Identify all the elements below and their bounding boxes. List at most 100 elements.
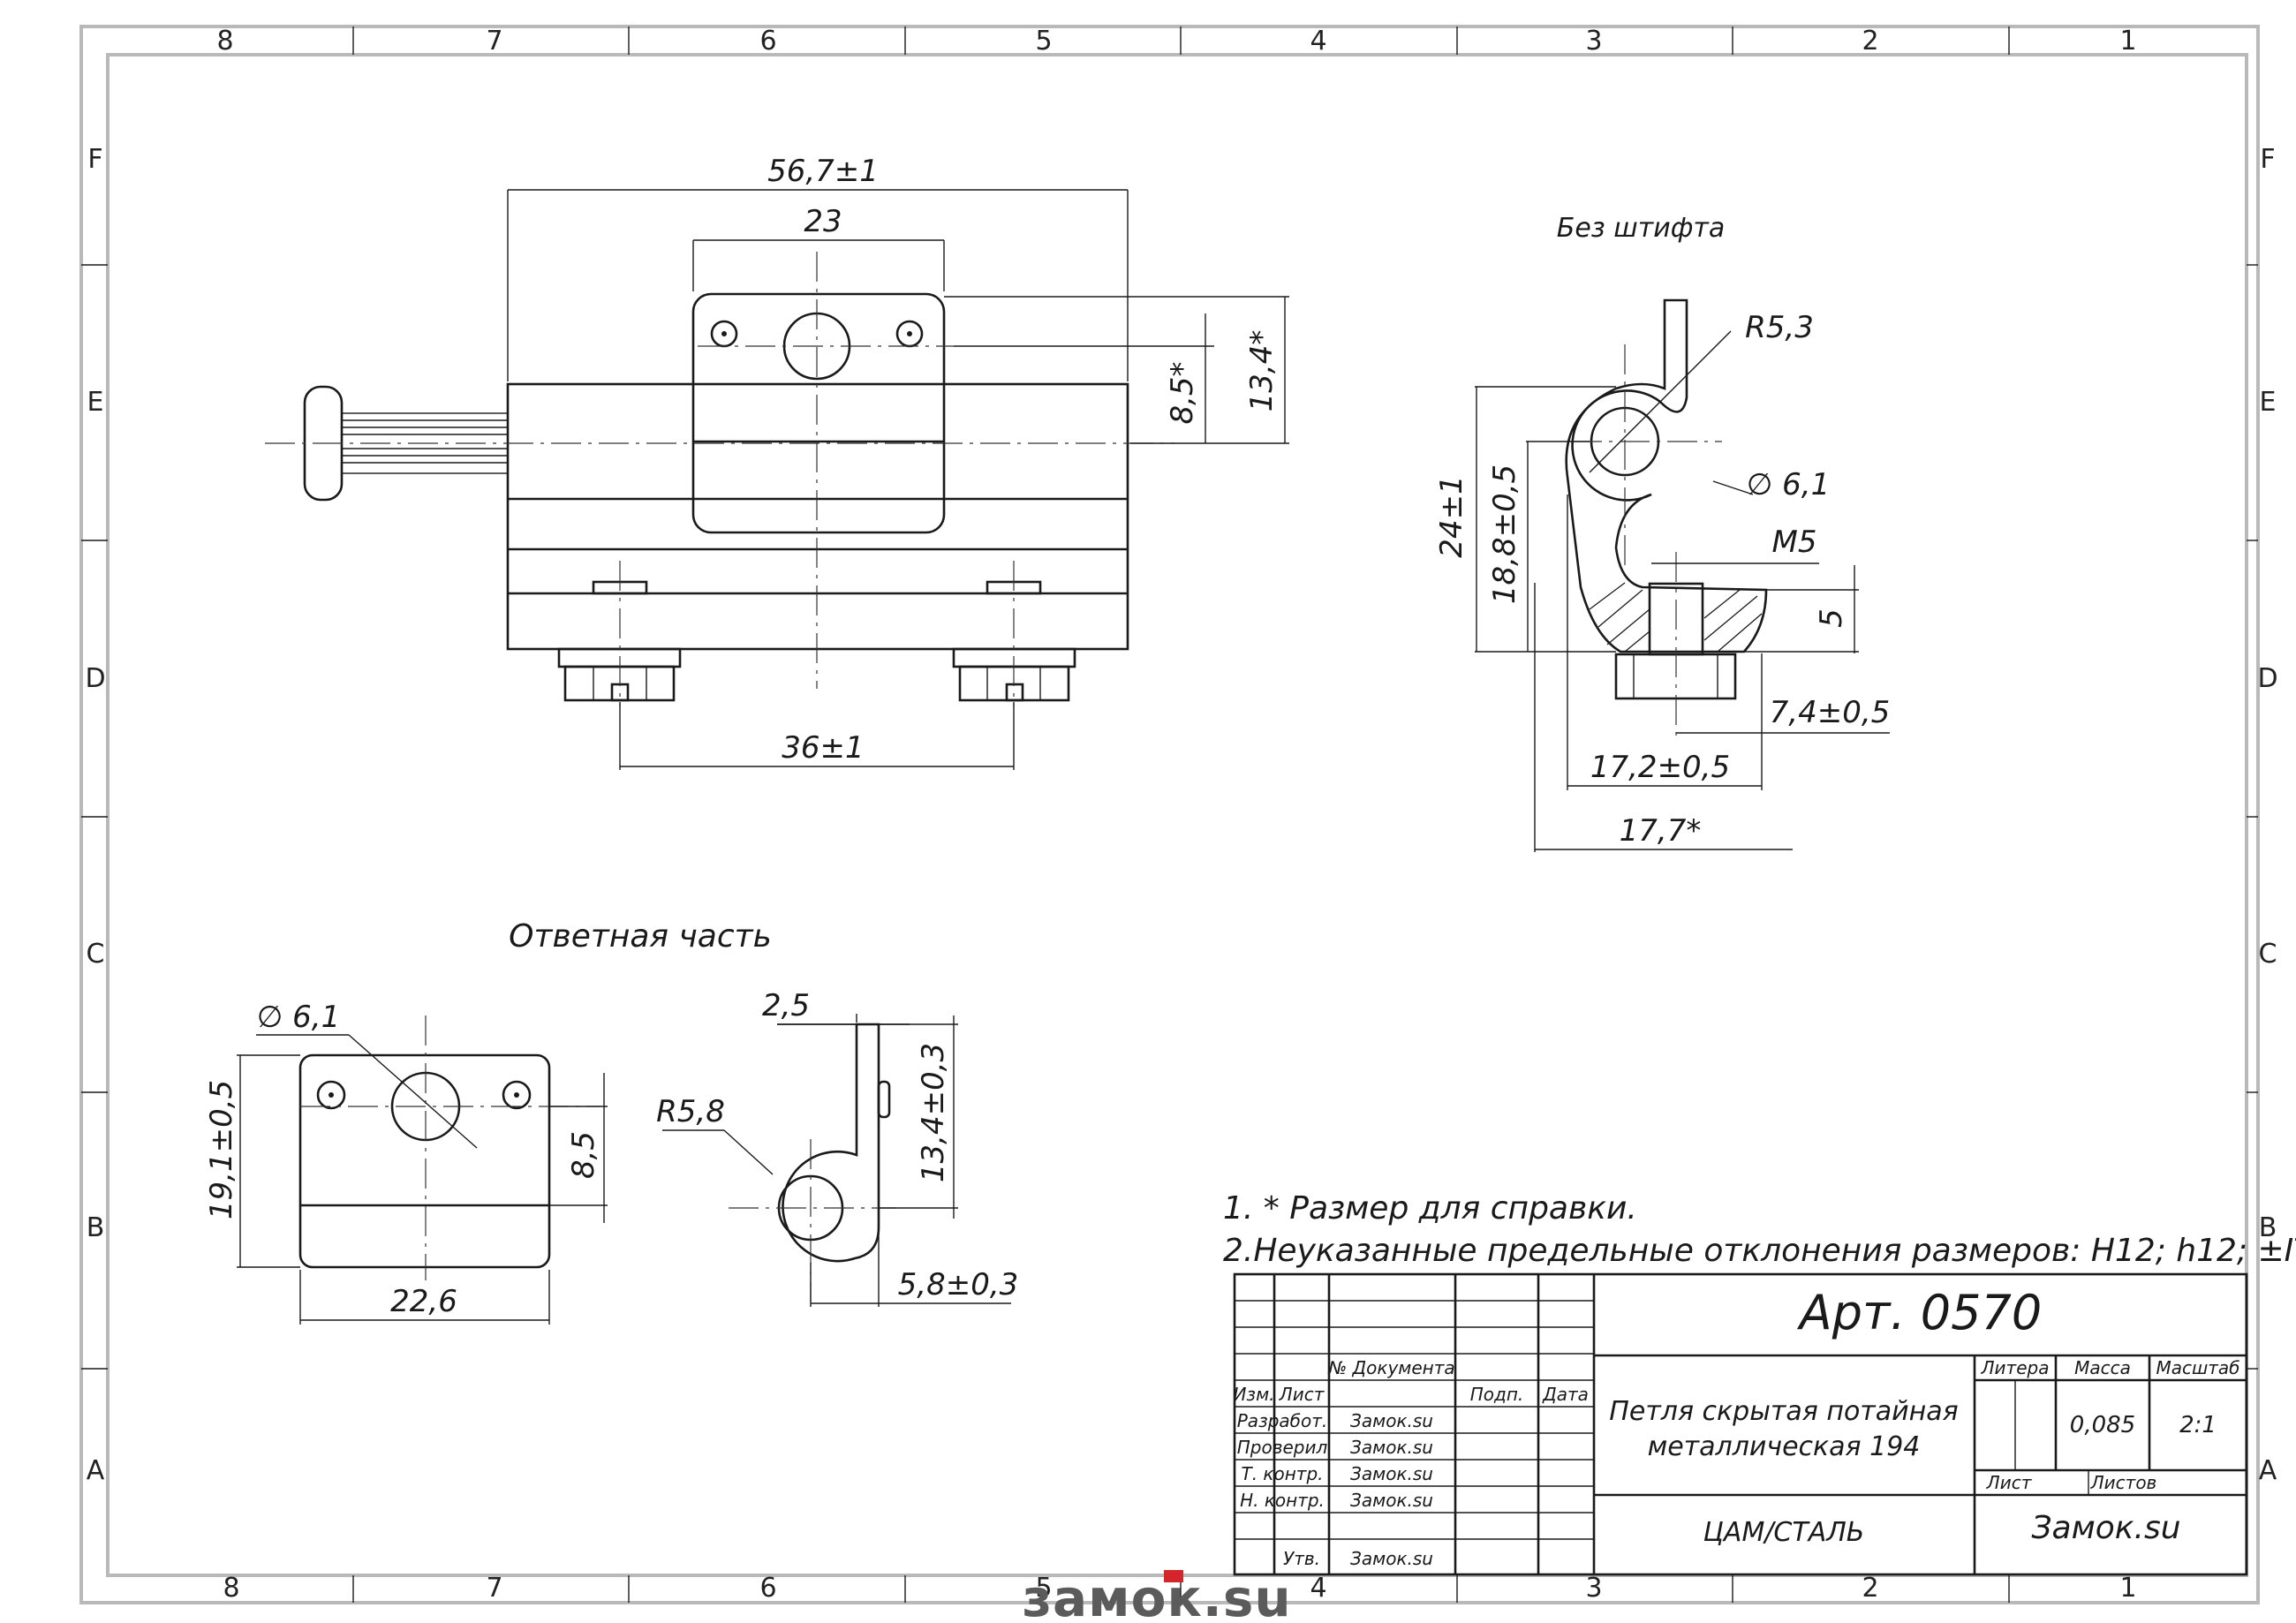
inner-frame bbox=[106, 53, 2248, 1577]
counter-side-profile bbox=[782, 1023, 880, 1263]
tb-sheets: Листов bbox=[2090, 1472, 2157, 1493]
tb-role: Проверил bbox=[1237, 1437, 1328, 1458]
hinge-plate bbox=[691, 292, 946, 534]
zone-col-label: 7 bbox=[486, 26, 502, 57]
zone-col-label: 5 bbox=[1035, 26, 1052, 57]
zone-col-label: 6 bbox=[759, 1573, 776, 1604]
zone-col-label: 8 bbox=[223, 1573, 239, 1604]
tb-mass: 0,085 bbox=[2070, 1412, 2135, 1438]
tb-name-line1: Петля скрытая потайная bbox=[1609, 1396, 1958, 1427]
dim-holes: 36±1 bbox=[782, 730, 864, 766]
side-dim-w74: 7,4±0,5 bbox=[1770, 695, 1891, 730]
tb-person: Замок.su bbox=[1350, 1410, 1433, 1431]
zone-col-label: 5 bbox=[1035, 1573, 1052, 1604]
tb-scale: 2:1 bbox=[2179, 1412, 2217, 1438]
counter-dim-w226: 22,6 bbox=[390, 1284, 457, 1319]
counter-side-dimension-lines bbox=[662, 1014, 1011, 1307]
tb-article: Арт. 0570 bbox=[1797, 1285, 2042, 1340]
side-dim-dia: ∅ 6,1 bbox=[1747, 467, 1831, 502]
tb-person: Замок.su bbox=[1350, 1437, 1433, 1458]
zone-row-label: D bbox=[85, 663, 105, 694]
tb-hdr-izm: Изм. bbox=[1233, 1384, 1274, 1405]
tb-hdr-date: Дата bbox=[1542, 1384, 1589, 1405]
zone-col-label: 8 bbox=[216, 26, 233, 57]
zone-row-label: A bbox=[87, 1455, 105, 1486]
tb-name-line2: металлическая 194 bbox=[1648, 1431, 1921, 1462]
dim-plate: 23 bbox=[804, 204, 842, 239]
counter-view: Ответная часть ∅ 6,1 19,1±0,5 8,5 22,6 bbox=[204, 918, 772, 1325]
zone-ticks bbox=[81, 26, 2258, 1603]
counter-dim-h191: 19,1±0,5 bbox=[204, 1080, 239, 1219]
zone-col-label: 7 bbox=[486, 1573, 502, 1604]
counter-hole-right bbox=[502, 1080, 532, 1110]
tb-role: Утв. bbox=[1283, 1548, 1320, 1569]
zone-col-label: 3 bbox=[1585, 26, 1602, 57]
tb-person: Замок.su bbox=[1350, 1548, 1433, 1569]
side-dim-w172: 17,2±0,5 bbox=[1590, 750, 1730, 785]
dim-v1: 8,5* bbox=[1165, 361, 1200, 424]
tb-role: Т. контр. bbox=[1241, 1463, 1323, 1484]
watermark: замок.su bbox=[1022, 1568, 1291, 1623]
tb-company: Замок.su bbox=[2031, 1510, 2180, 1546]
watermark-accent bbox=[1164, 1570, 1183, 1582]
tb-hdr-litera: Литера bbox=[1981, 1357, 2050, 1378]
zone-col-label: 2 bbox=[1862, 26, 1878, 57]
side-dim-r: R5,3 bbox=[1745, 310, 1814, 345]
counter-side-dim-h134: 13,4±0,3 bbox=[916, 1043, 951, 1182]
tb-sheet: Лист bbox=[1986, 1472, 2033, 1493]
zone-row-label: E bbox=[2260, 387, 2277, 418]
side-profile bbox=[1565, 298, 1768, 653]
side-dim-thread: M5 bbox=[1772, 525, 1817, 560]
side-dim-h24: 24±1 bbox=[1434, 475, 1469, 557]
side-view: Без штифта R5,3 bbox=[1434, 213, 1890, 852]
side-dim-h18: 18,8±0,5 bbox=[1487, 464, 1522, 604]
counter-dimension-lines bbox=[237, 1034, 608, 1325]
counter-hole-left bbox=[316, 1080, 346, 1110]
tb-hdr-doc: № Документа bbox=[1327, 1357, 1454, 1378]
side-dim-w177: 17,7* bbox=[1620, 813, 1702, 849]
counter-side-dim-r58: R5,8 bbox=[656, 1094, 725, 1129]
counter-side-dim-w58: 5,8±0,3 bbox=[898, 1267, 1019, 1302]
tb-hdr-scale: Масштаб bbox=[2156, 1357, 2239, 1378]
zone-col-label: 2 bbox=[1862, 1573, 1878, 1604]
zone-col-label: 6 bbox=[759, 26, 776, 57]
tb-hdr-list: Лист bbox=[1279, 1384, 1325, 1405]
zone-row-label: C bbox=[87, 939, 105, 970]
note-2: 2.Неуказанные предельные отклонения разм… bbox=[1223, 1233, 2296, 1269]
zone-row-label: F bbox=[2260, 144, 2275, 175]
dim-length: 56,7±1 bbox=[767, 154, 879, 189]
zone-row-label: B bbox=[87, 1212, 105, 1243]
zone-row-label: A bbox=[2259, 1455, 2277, 1486]
zone-col-label: 4 bbox=[1310, 1573, 1326, 1604]
counter-dim-h85: 8,5 bbox=[566, 1131, 601, 1179]
zone-col-label: 1 bbox=[2119, 26, 2136, 57]
zone-row-label: E bbox=[87, 387, 104, 418]
side-dim-h5: 5 bbox=[1814, 608, 1849, 628]
side-view-title: Без штифта bbox=[1557, 213, 1725, 244]
hinge-body bbox=[506, 382, 1129, 651]
tb-hdr-mass: Масса bbox=[2074, 1357, 2131, 1378]
zone-col-label: 3 bbox=[1585, 1573, 1602, 1604]
tb-person: Замок.su bbox=[1350, 1463, 1433, 1484]
side-dimension-lines bbox=[1475, 330, 1890, 852]
zone-row-label: B bbox=[2259, 1212, 2277, 1243]
zone-col-label: 1 bbox=[2119, 1573, 2136, 1604]
zone-row-label: F bbox=[87, 144, 102, 175]
tb-role: Разработ. bbox=[1237, 1410, 1327, 1431]
title-block: № Документа Изм. Лист Подп. Дата Разрабо… bbox=[1233, 1272, 2248, 1576]
counter-side-dim-t25: 2,5 bbox=[762, 988, 810, 1023]
main-view: 56,7±1 23 36±1 8,5* 13,4* bbox=[265, 154, 1289, 770]
zone-row-label: D bbox=[2257, 663, 2277, 694]
tb-person: Замок.su bbox=[1350, 1490, 1433, 1511]
zone-row-label: C bbox=[2259, 939, 2277, 970]
tb-hdr-sign: Подп. bbox=[1470, 1384, 1524, 1405]
tb-role: Н. контр. bbox=[1240, 1490, 1325, 1511]
counter-plate bbox=[298, 1053, 551, 1269]
note-1: 1. * Размер для справки. bbox=[1223, 1190, 1637, 1227]
dimension-lines bbox=[507, 189, 1289, 770]
outer-frame bbox=[79, 25, 2260, 1604]
watermark-text: замок.su bbox=[1022, 1568, 1291, 1623]
counter-view-title: Ответная часть bbox=[509, 918, 772, 955]
dim-v2: 13,4* bbox=[1244, 330, 1280, 412]
